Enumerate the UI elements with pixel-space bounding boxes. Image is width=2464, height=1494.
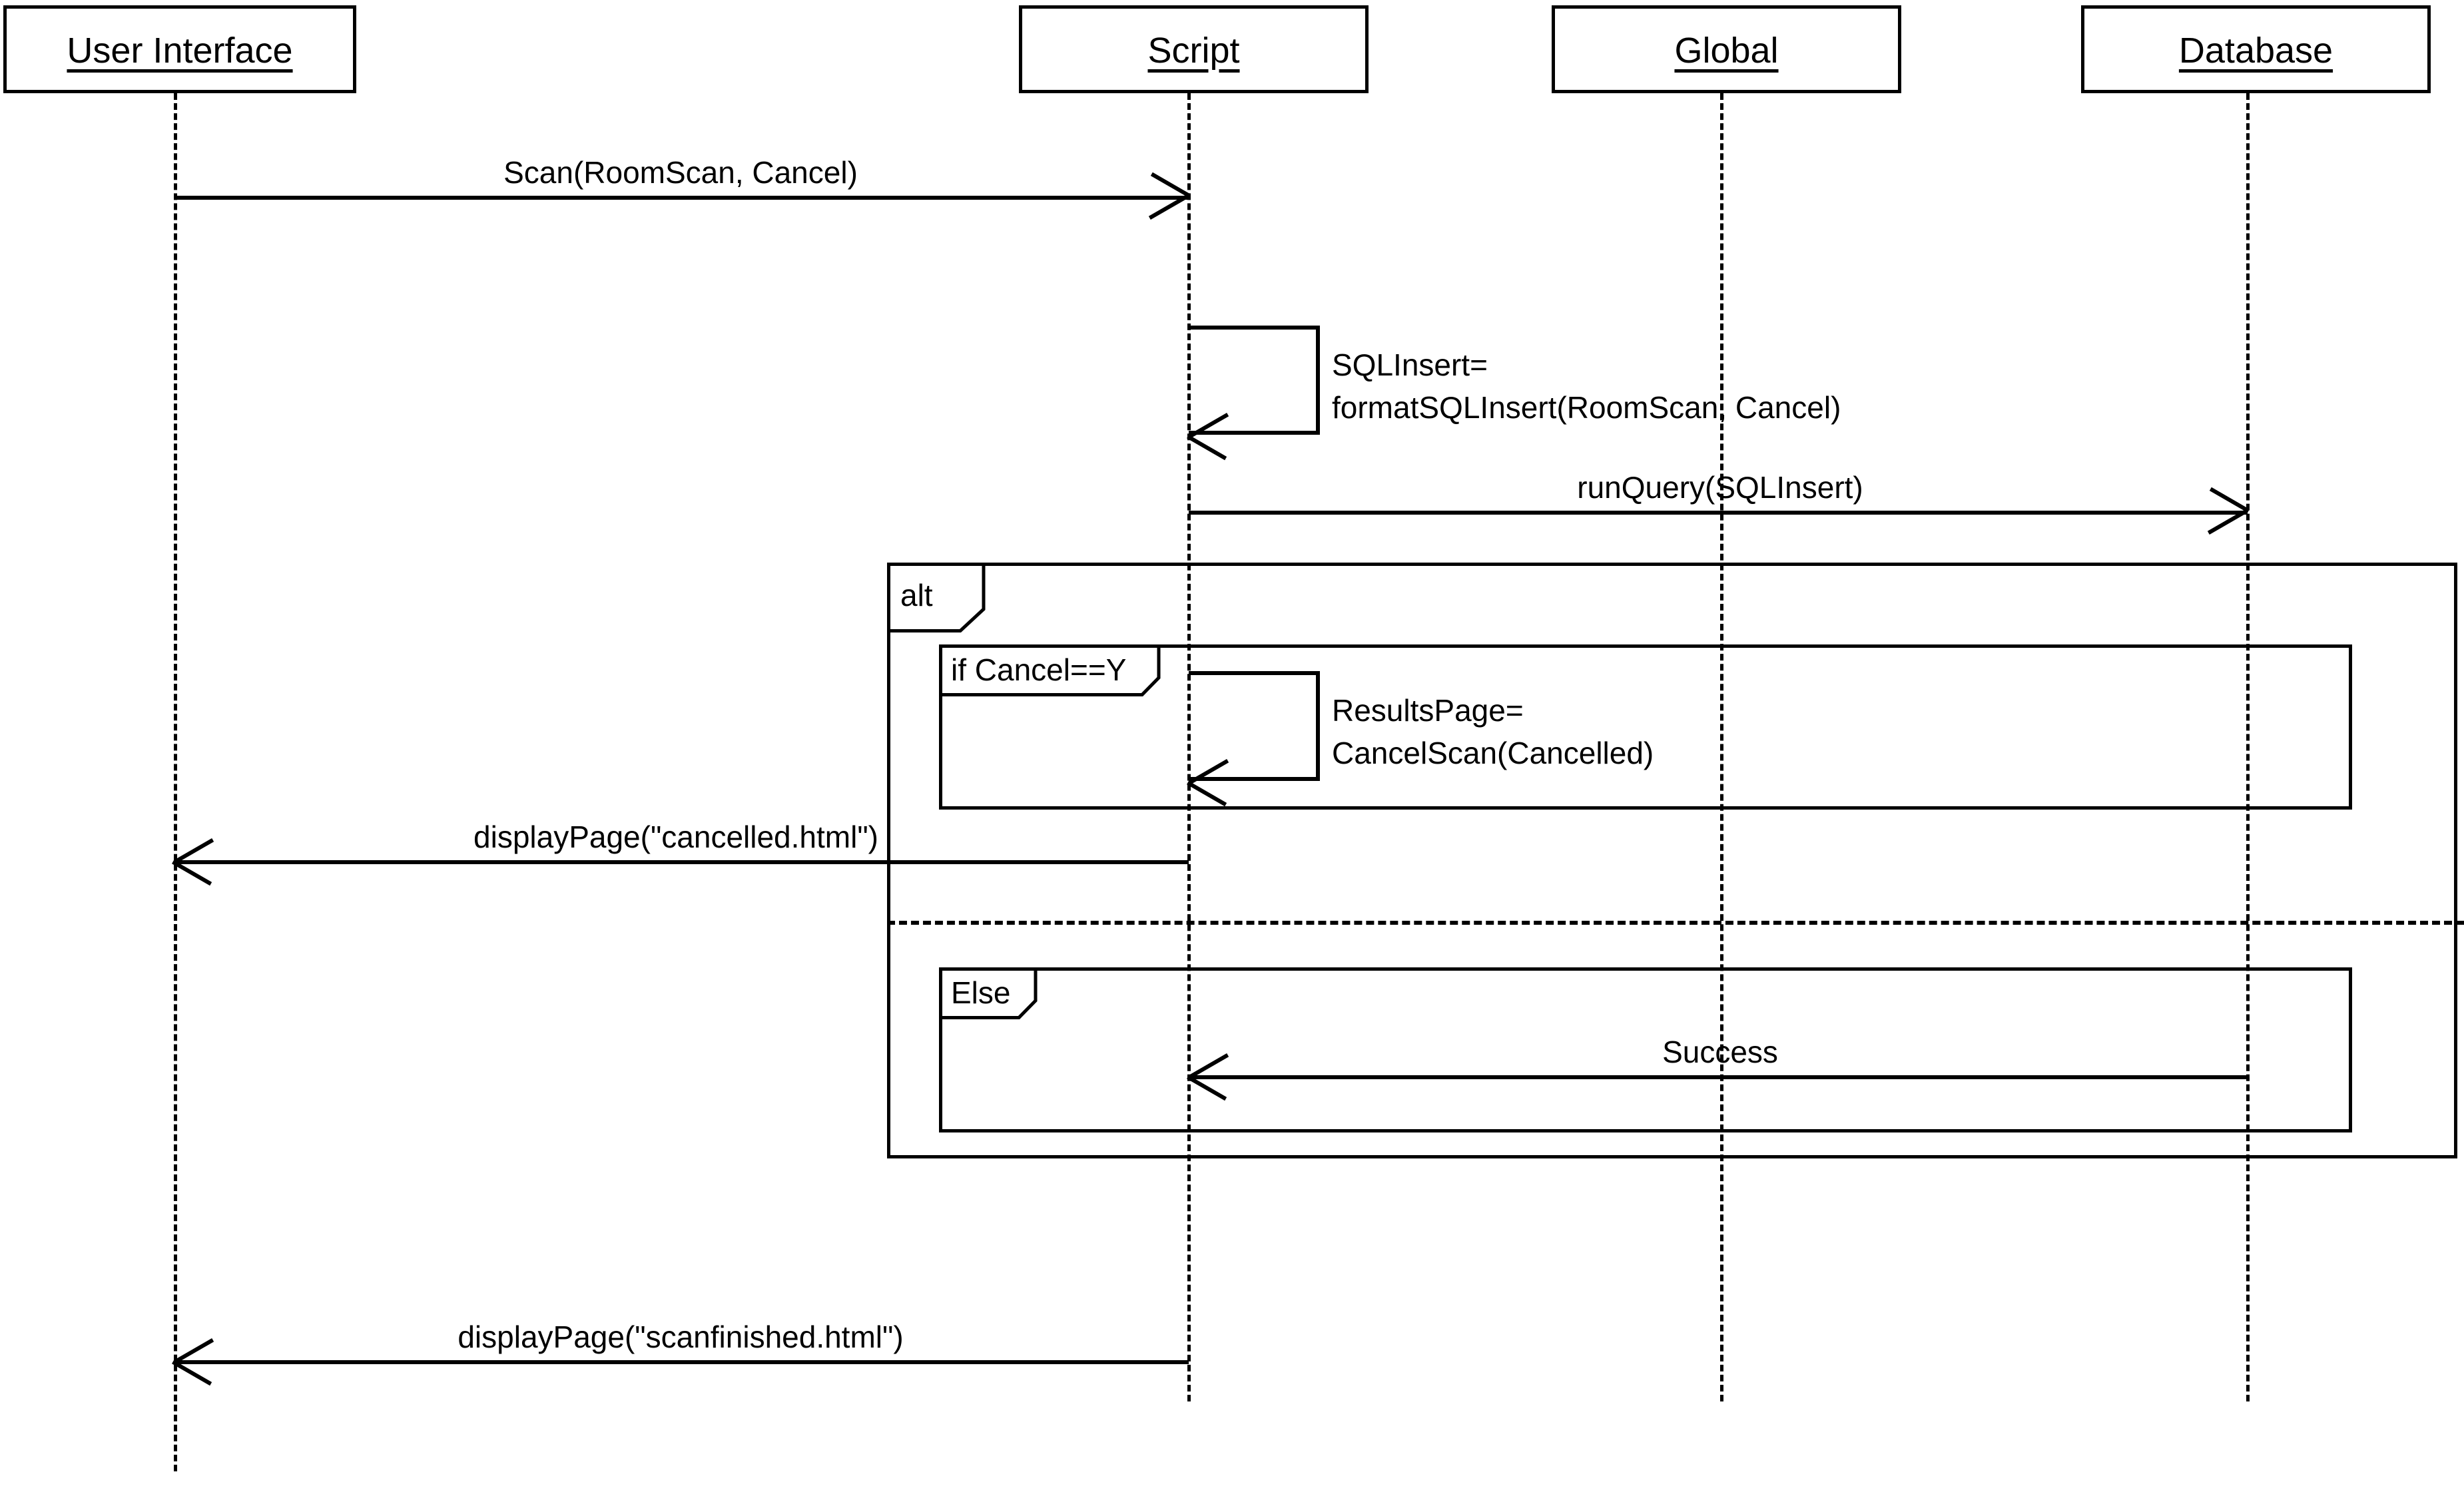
lifeline-header-global[interactable]: Global [1552, 5, 1901, 93]
message-success-arrow [1189, 1075, 2248, 1079]
fragment-alt-divider [887, 921, 2464, 925]
message-display-scanfinished-arrow [174, 1360, 1189, 1364]
pentagon-tag-icon [939, 644, 1161, 696]
message-display-cancelled-label: displayPage("cancelled.html") [473, 820, 878, 854]
message-display-scanfinished-label: displayPage("scanfinished.html") [458, 1320, 904, 1354]
message-run-query-label: runQuery(SQLInsert) [1577, 470, 1863, 505]
lifeline-header-label: Database [2178, 31, 2333, 71]
lifeline-header-script[interactable]: Script [1019, 5, 1369, 93]
lifeline-database [2246, 93, 2250, 1401]
message-cancel-scan-label-line2: CancelScan(Cancelled) [1332, 736, 1654, 770]
pentagon-tag-icon [887, 563, 986, 632]
lifeline-script [1187, 93, 1191, 1401]
message-format-sql-insert-label-line2: formatSQLInsert(RoomScan, Cancel) [1332, 390, 1841, 425]
lifeline-global [1720, 93, 1723, 1401]
pentagon-tag-icon [939, 967, 1038, 1019]
lifeline-header-label: User Interface [67, 31, 293, 71]
lifeline-header-label: Global [1674, 31, 1779, 71]
lifeline-user-interface [174, 93, 177, 1471]
fragment-operand-else-guard-label: Else [951, 975, 1011, 1010]
fragment-alt-operator-tag: alt [887, 563, 1014, 632]
lifeline-header-label: Script [1147, 31, 1240, 71]
message-success-label: Success [1662, 1035, 1778, 1069]
message-display-cancelled-arrow [174, 860, 1189, 864]
message-cancel-scan-selfloop [1189, 671, 1320, 781]
message-cancel-scan-label-line1: ResultsPage= [1332, 693, 1524, 728]
message-scan-label: Scan(RoomScan, Cancel) [503, 155, 858, 190]
message-format-sql-insert-label-line1: SQLInsert= [1332, 348, 1488, 382]
fragment-alt-operator-label: alt [900, 578, 933, 613]
fragment-operand-else-guard-tag: Else [939, 967, 1052, 1019]
lifeline-header-user-interface[interactable]: User Interface [3, 5, 356, 93]
lifeline-header-database[interactable]: Database [2081, 5, 2431, 93]
fragment-operand-if-cancel-guard-label: if Cancel==Y [951, 652, 1127, 687]
fragment-operand-if-cancel [939, 644, 2352, 810]
message-format-sql-insert-selfloop [1189, 326, 1320, 435]
message-run-query-arrow [1189, 511, 2248, 515]
message-scan-arrow [174, 196, 1189, 200]
fragment-operand-else [939, 967, 2352, 1132]
fragment-operand-if-cancel-guard-tag: if Cancel==Y [939, 644, 1185, 696]
